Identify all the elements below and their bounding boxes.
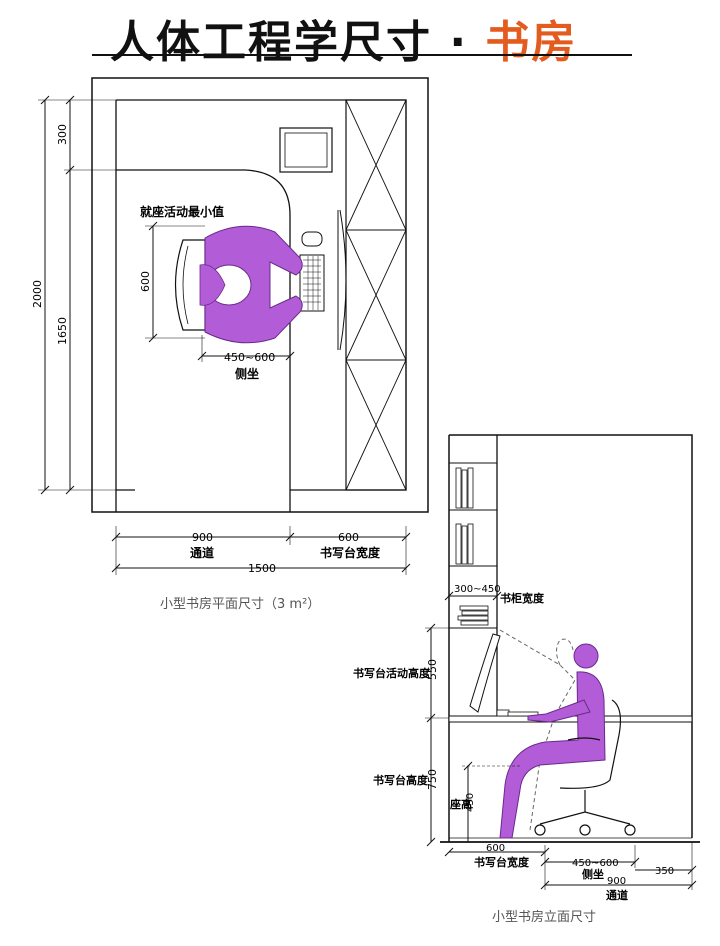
- elev-dim-750: 750 书写台高度: [373, 717, 449, 847]
- label-side-seat: 侧坐: [235, 366, 259, 381]
- label-desk-width: 书写台宽度: [320, 545, 381, 560]
- dim-450-label: 450: [465, 793, 476, 812]
- elev-person-figure: [499, 643, 606, 839]
- elev-wall-outer: [449, 434, 693, 838]
- dim-750-label: 750: [426, 769, 439, 790]
- label-elev-side-seat: 侧坐: [582, 867, 604, 881]
- elev-reach-figure: [499, 629, 576, 831]
- plan-wall-outer: [91, 77, 429, 513]
- label-shelf-width: 书柜宽度: [500, 591, 545, 605]
- elev-dim-600: 600 书写台宽度: [444, 843, 550, 869]
- plan-dim-300: 300: [56, 95, 116, 175]
- elev-bookshelf: [449, 435, 498, 722]
- label-desk-height: 书写台高度: [373, 773, 429, 787]
- elev-dim-450: 450 座高: [449, 761, 520, 842]
- elevation-caption: 小型书房立面尺寸: [492, 910, 597, 925]
- label-seat-min: 就座活动最小值: [140, 204, 224, 219]
- plan-dim-600h: 600 书写台宽度: [290, 526, 411, 575]
- title-underline: [92, 54, 632, 56]
- plan-dim-1500: 1500: [111, 562, 411, 575]
- dim-elev-450-600-label: 450~600: [572, 858, 619, 869]
- plan-keyboard: [299, 254, 325, 312]
- dim-300-label: 300: [56, 124, 69, 145]
- elev-chair: [534, 699, 636, 836]
- plan-chair: [174, 239, 206, 331]
- title-area: 人体工程学尺寸 · 书房: [0, 0, 720, 70]
- dim-300-450-label: 300~450: [454, 584, 501, 595]
- plan-dim-1650: 1650: [56, 170, 75, 495]
- plan-dim-450-600: 450~600 侧坐: [197, 335, 295, 381]
- label-elev-desk-width: 书写台宽度: [474, 855, 530, 869]
- plan-dim-2000: 2000: [31, 95, 116, 495]
- label-desk-activity-height: 书写台活动高度: [353, 666, 431, 680]
- dim-550-label: 550: [426, 659, 439, 680]
- plan-dim-900: 900 通道: [111, 526, 295, 575]
- title-accent: 书房: [485, 17, 578, 68]
- plan-desk: [116, 169, 291, 490]
- dim-450-600-label: 450~600: [224, 351, 275, 364]
- plan-person-figure: [199, 225, 303, 344]
- plan-bookshelf: [345, 99, 407, 491]
- plan-mouse: [301, 231, 323, 247]
- plan-view: 600 就座活动最小值 450~600 侧坐 2000 300: [31, 77, 429, 575]
- label-aisle: 通道: [190, 545, 214, 560]
- plan-dim-600v: 600: [139, 221, 205, 343]
- elevation-view: 550 书写台活动高度 750 书写台高度 450 座高 300~450 书柜宽…: [353, 434, 700, 902]
- elev-dim-350: 350: [635, 842, 697, 890]
- label-elev-aisle: 通道: [606, 888, 628, 902]
- dim-1500-label: 1500: [248, 562, 276, 575]
- plan-caption: 小型书房平面尺寸（3 m²）: [160, 597, 321, 612]
- dim-350-label: 350: [655, 866, 674, 877]
- dim-600h-label: 600: [338, 531, 359, 544]
- dim-600-label: 600: [486, 843, 505, 854]
- dim-2000-label: 2000: [31, 280, 44, 308]
- dim-600v-label: 600: [139, 271, 152, 292]
- plan-monitor: [279, 127, 333, 173]
- dim-elev-900-label: 900: [607, 876, 626, 887]
- elev-dim-300-450: 300~450 书柜宽度: [444, 584, 545, 605]
- dim-1650-label: 1650: [56, 317, 69, 345]
- plan-door-arc: [339, 209, 347, 351]
- page-title: 人体工程学尺寸 · 书房: [110, 17, 578, 68]
- elev-dim-900: 900 通道: [540, 876, 697, 902]
- dim-900-label: 900: [192, 531, 213, 544]
- elev-dim-450-600: 450~600 侧坐: [540, 845, 640, 890]
- label-seat-height: 座高: [449, 797, 472, 811]
